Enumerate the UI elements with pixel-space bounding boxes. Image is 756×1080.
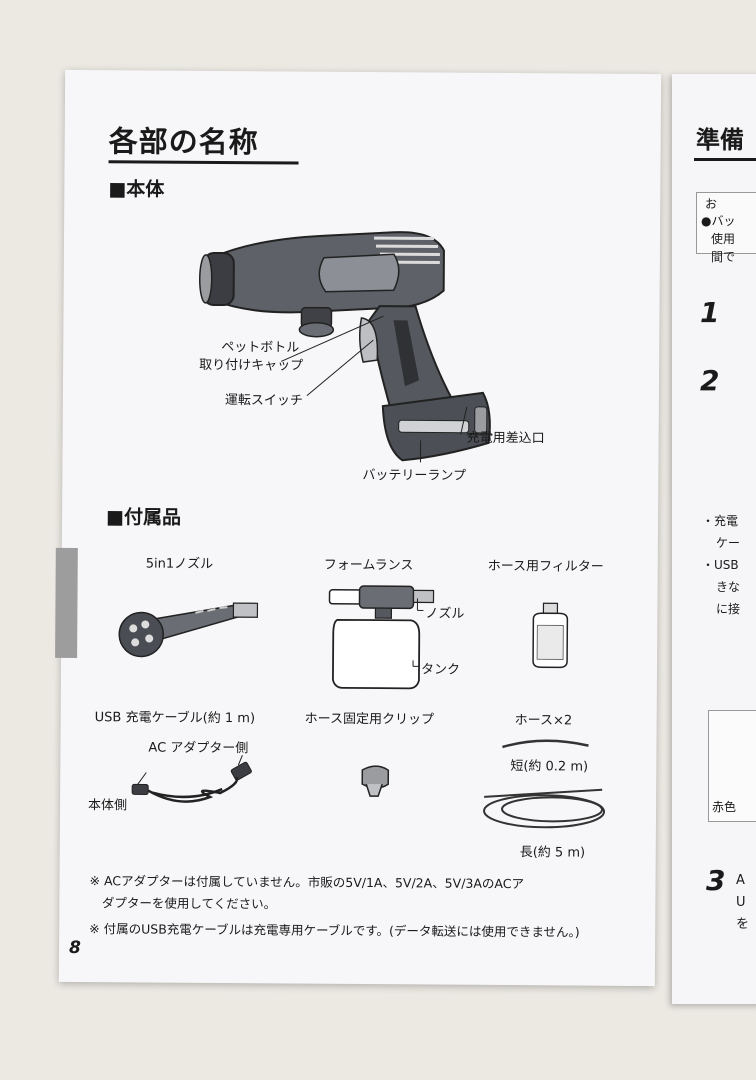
label-hose-short: 短(約 0.2 m) — [510, 759, 589, 775]
right-fragments: ・充電 ケー ・USB きな に接 — [702, 510, 740, 620]
hose-illustration — [483, 739, 606, 829]
right-frag-wo: を — [736, 917, 750, 932]
main-unit-leader-lines — [280, 315, 493, 463]
foam-lance-illustration — [328, 585, 435, 690]
right-note-head: お — [705, 197, 718, 211]
right-title-underline — [694, 158, 756, 161]
right-frag-red: 赤色 — [712, 800, 737, 814]
note-ac-adapter-cont: ダプターを使用してください。 — [89, 895, 277, 912]
right-page-title: 準備 — [696, 126, 744, 154]
side-tab — [55, 547, 78, 659]
manual-page-left: 各部の名称 ■本体 ペットボトル 取り付けキャップ 運転スイッチ 充電用差 — [55, 69, 662, 987]
right-step3-text: A U を — [736, 870, 749, 936]
hose-filter-illustration — [532, 602, 569, 669]
pressure-washer-illustration — [198, 231, 491, 462]
label-hose: ホース×2 — [514, 713, 573, 729]
right-frag-2: 使用 — [711, 232, 736, 246]
right-step-2: 2 — [700, 364, 720, 397]
right-frag-c5: に接 — [716, 602, 741, 616]
foam-lance-leader-lines — [412, 598, 424, 667]
right-step-3: 3 — [706, 864, 726, 897]
notes-block: ※ ACアダプターは付属していません。市販の5V/1A、5V/2A、5V/3Aの… — [89, 870, 649, 944]
nozzle-illustration — [118, 602, 259, 658]
right-frag-c4: きな — [716, 580, 741, 594]
hose-clip-illustration — [361, 765, 390, 797]
label-usb-cable: USB 充電ケーブル(約 1 m) — [94, 710, 256, 727]
right-frag-c3: ・USB — [702, 558, 739, 572]
note-usb-cable: ※ 付属のUSB充電ケーブルは充電専用ケーブルです。(データ転送には使用できませ… — [89, 921, 580, 940]
right-frag-a: A — [736, 873, 745, 888]
right-frag-1: ●バッ — [701, 214, 736, 228]
label-foam-nozzle: ノズル — [425, 606, 465, 622]
right-note-box: お ●バッ 使用 間で — [696, 192, 756, 264]
right-frag-3: 間で — [711, 250, 736, 264]
page-number: 8 — [68, 937, 81, 959]
label-hose-long: 長(約 5 m) — [519, 845, 586, 861]
label-hose-clip: ホース固定用クリップ — [304, 711, 435, 728]
right-figure-box — [708, 710, 756, 822]
right-frag-u: U — [736, 895, 746, 910]
manual-page-right: 準備 お ●バッ 使用 間で 1 2 ・充電 ケー ・USB きな に接 赤色 … — [672, 74, 756, 1004]
usb-cable-illustration — [131, 754, 252, 803]
right-frag-c1: ・充電 — [702, 514, 739, 528]
right-step-1: 1 — [700, 296, 720, 329]
right-frag-c2: ケー — [716, 536, 741, 550]
label-foam-tank: タンク — [420, 662, 461, 678]
